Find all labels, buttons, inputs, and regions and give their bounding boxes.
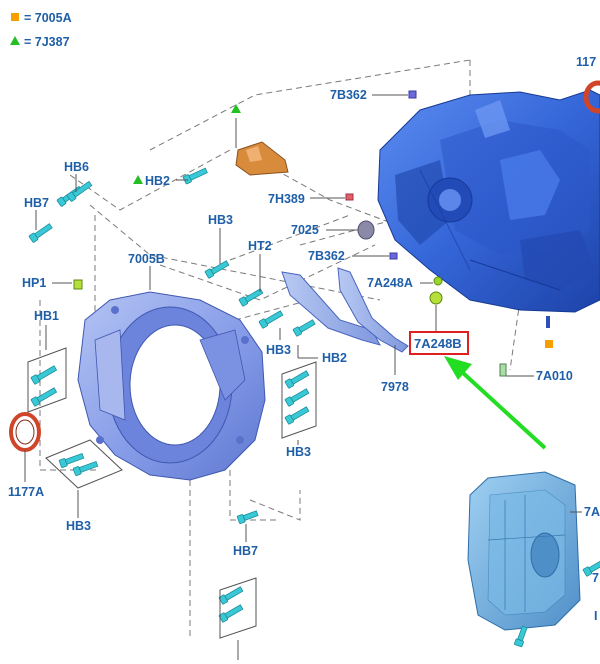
callout-7A010: 7A010 [536, 369, 573, 383]
callout-7A248A: 7A248A [367, 276, 413, 290]
callout-117: 117 [576, 55, 596, 69]
callout-7A248B: 7A248B [414, 336, 462, 351]
callout-7978: 7978 [381, 380, 409, 394]
legend-square-icon [11, 13, 19, 21]
legend-triangle-icon [10, 36, 20, 45]
callout-HB3-a: HB3 [208, 213, 233, 227]
callout-HP1: HP1 [22, 276, 46, 290]
callout-leaders [24, 94, 582, 660]
callout-HB7-left: HB7 [24, 196, 49, 210]
transmission-case [377, 89, 600, 313]
callout-HB3-c: HB3 [286, 445, 311, 459]
callout-r3: I [594, 609, 597, 623]
shield-part [281, 267, 409, 353]
callout-HB1: HB1 [34, 309, 59, 323]
small-fittings [73, 90, 553, 377]
bell-housing [77, 291, 266, 481]
callout-HB6: HB6 [64, 160, 89, 174]
seal-ring-top-right [583, 80, 600, 114]
callout-r2: 7 [592, 571, 599, 585]
callout-HT2: HT2 [248, 239, 272, 253]
bolt-group-boxes [27, 347, 317, 639]
callout-HB2-top: HB2 [145, 174, 170, 188]
callout-HB7-bottom: HB7 [233, 544, 258, 558]
callout-HB3-b: HB3 [266, 343, 291, 357]
callout-7B362-mid: 7B362 [308, 249, 345, 263]
callout-1177A: 1177A [8, 485, 44, 499]
oil-pan [467, 471, 581, 631]
highlight-box [409, 331, 469, 355]
legend: = 7005A = 7J387 [10, 11, 72, 49]
legend-text-7005A: = 7005A [24, 11, 72, 25]
seal-ring-1177A [9, 412, 41, 452]
callout-HB3-d: HB3 [66, 519, 91, 533]
legend-text-7J387: = 7J387 [24, 35, 70, 49]
highlight-arrow [444, 356, 547, 450]
callout-7025: 7025 [291, 223, 319, 237]
bracket-part [231, 104, 289, 176]
callout-7005B: 7005B [128, 252, 165, 266]
triangle-marker-icon [231, 104, 241, 113]
triangle-marker-icon [133, 175, 143, 184]
callout-7A-right: 7A [584, 505, 600, 519]
callout-labels: 117 7B362 HB6 HB2 HB7 7H389 HB3 7025 HT2… [8, 55, 600, 623]
callout-7B362-top: 7B362 [330, 88, 367, 102]
square-marker-icon [545, 340, 553, 348]
callout-7H389: 7H389 [268, 192, 305, 206]
bolts [28, 167, 600, 648]
callout-HB2-mid: HB2 [322, 351, 347, 365]
